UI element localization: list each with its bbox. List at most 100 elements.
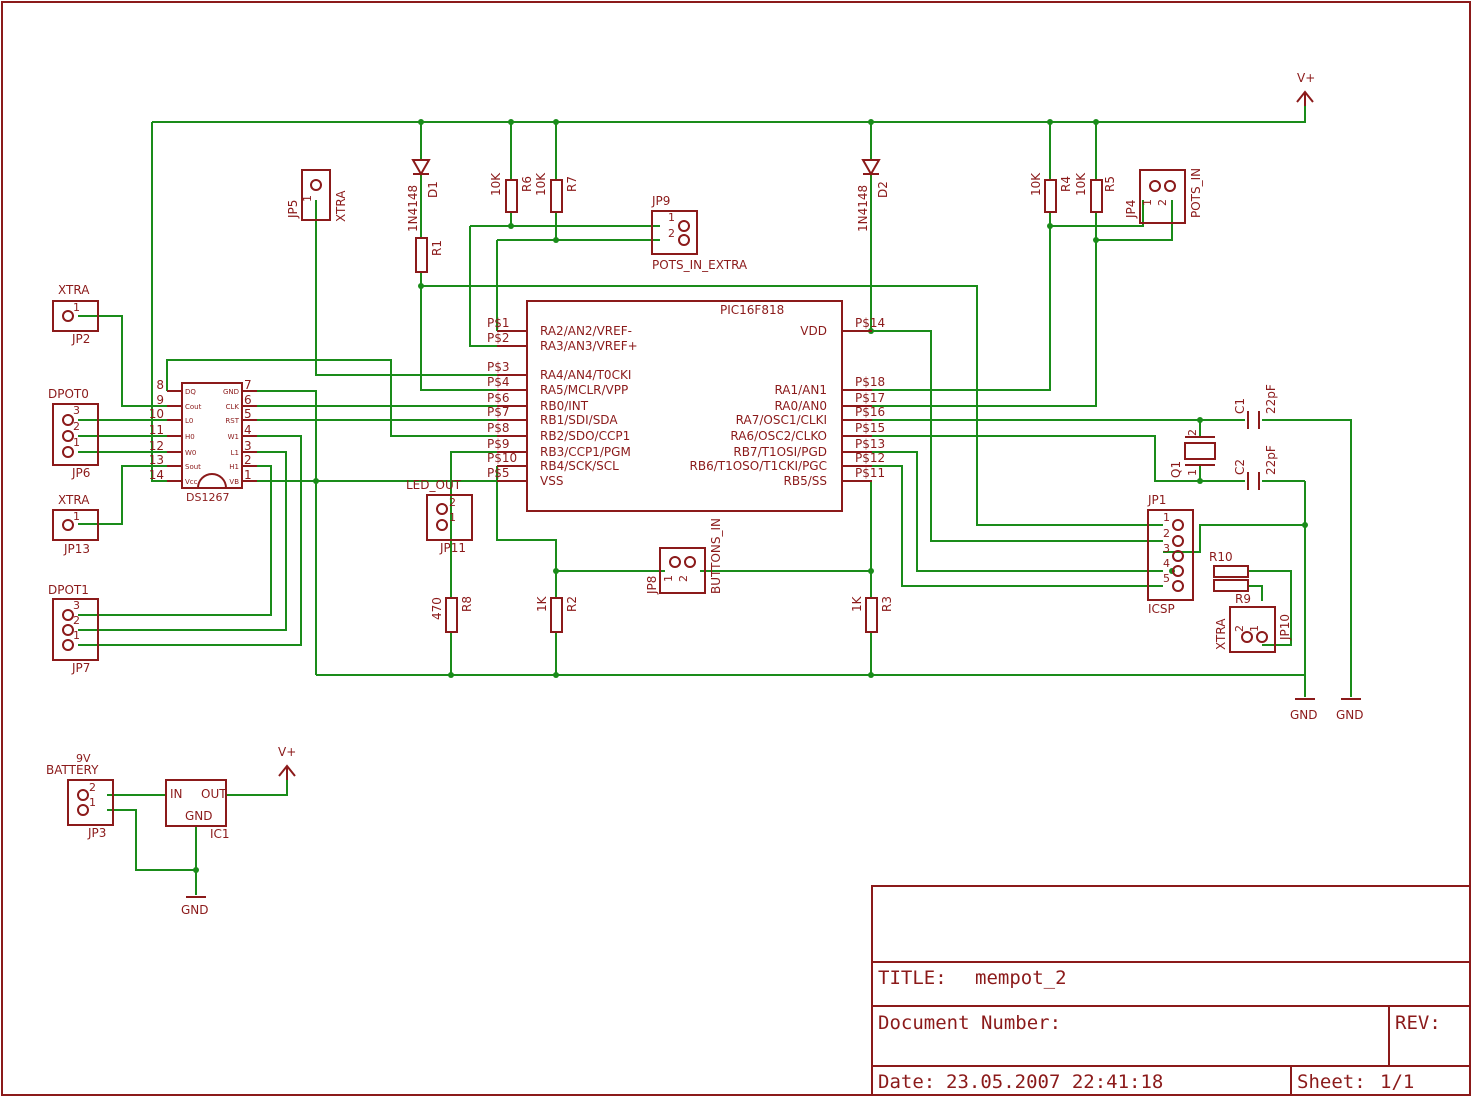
ds1267-pin-number: 8 (156, 378, 164, 392)
mcu-pin-pad: P$12 (855, 451, 885, 465)
ds1267-pin-number: 14 (149, 468, 164, 482)
connector-jp4: 1 2 JP4 POTS_IN (1124, 168, 1203, 224)
svg-text:1: 1 (301, 195, 314, 202)
junctions (193, 119, 1308, 873)
svg-text:3: 3 (73, 404, 80, 417)
mcu-pin-pad: P$3 (487, 360, 510, 374)
svg-text:JP11: JP11 (439, 541, 466, 555)
ds1267-pin-label: GND (223, 388, 239, 396)
ds1267-pin-label: L1 (231, 449, 239, 457)
ds1267-pin-label: DQ (185, 388, 196, 396)
svg-text:1: 1 (1141, 199, 1154, 206)
svg-text:2: 2 (449, 496, 456, 509)
svg-text:BATTERY: BATTERY (46, 763, 99, 777)
ds1267-pin-label: H0 (185, 433, 195, 441)
mcu-pin-group: P$1RA2/AN2/VREF-P$2RA3/AN3/VREF+P$3RA4/A… (487, 316, 885, 488)
mcu-pin-pad: P$13 (855, 437, 885, 451)
svg-text:1: 1 (1248, 625, 1261, 632)
ds1267-pin-label: W1 (228, 433, 239, 441)
ds1267-pin-label: CLK (226, 403, 240, 411)
ds1267-pin-number: 12 (149, 439, 164, 453)
mcu-pin-label: RB7/T1OSI/PGD (733, 445, 827, 459)
mcu-pin-label: RA5/MCLR/VPP (540, 383, 628, 397)
svg-text:JP6: JP6 (71, 466, 90, 480)
svg-text:IN: IN (170, 787, 183, 801)
revision-label: REV: (1395, 1012, 1441, 1034)
resistor-r9: R9 (1213, 579, 1251, 606)
svg-text:2: 2 (73, 614, 80, 627)
svg-text:2: 2 (1163, 527, 1170, 540)
svg-text:22pF: 22pF (1264, 384, 1278, 414)
svg-text:V+: V+ (1297, 71, 1315, 85)
sheet-label: Sheet: (1297, 1071, 1366, 1093)
svg-text:2: 2 (1156, 199, 1169, 206)
svg-text:3: 3 (1163, 542, 1170, 555)
svg-text:LED_OUT: LED_OUT (406, 478, 462, 492)
ds1267-pin-number: 5 (244, 407, 252, 421)
svg-text:BUTTONS_IN: BUTTONS_IN (709, 518, 723, 594)
svg-text:OUT: OUT (201, 787, 227, 801)
mcu-pin-pad: P$5 (487, 466, 510, 480)
ds1267-pin-number: 1 (244, 468, 252, 482)
mcu-pin-label: RB0/INT (540, 399, 589, 413)
svg-text:1: 1 (89, 796, 96, 809)
svg-text:JP3: JP3 (87, 826, 106, 840)
document-number-label: Document Number: (878, 1012, 1061, 1034)
svg-text:C1: C1 (1233, 398, 1247, 414)
svg-text:C2: C2 (1233, 459, 1247, 475)
svg-text:JP10: JP10 (1278, 614, 1292, 641)
connector-jp5: 1 XTRA JP5 (286, 169, 348, 222)
connector-jp1-icsp: 1 2 3 4 5 JP1 ICSP (1147, 493, 1194, 616)
ds1267-pin-number: 2 (244, 453, 252, 467)
resistor-r2: 1K R2 (535, 595, 579, 633)
svg-text:XTRA: XTRA (334, 190, 348, 222)
mcu-pin-pad: P$16 (855, 405, 885, 419)
resistor-r3: 1K R3 (850, 595, 894, 633)
svg-text:DPOT1: DPOT1 (48, 583, 89, 597)
svg-text:JP5: JP5 (286, 200, 300, 219)
capacitor-c2: C2 22pF (1233, 445, 1278, 490)
mcu-pin-pad: P$18 (855, 375, 885, 389)
svg-text:1: 1 (449, 511, 456, 524)
svg-text:R4: R4 (1059, 176, 1073, 192)
ds1267-pin-label: L0 (185, 417, 193, 425)
ds1267-pin-label: RST (225, 417, 239, 425)
svg-text:R9: R9 (1235, 592, 1251, 606)
svg-text:2: 2 (73, 420, 80, 433)
mcu-pin-pad: P$7 (487, 405, 510, 419)
svg-text:470: 470 (430, 597, 444, 620)
svg-text:5: 5 (1163, 572, 1170, 585)
svg-text:1N4148: 1N4148 (406, 185, 420, 232)
svg-text:2: 2 (677, 575, 690, 582)
ds1267-pin-number: 10 (149, 407, 164, 421)
svg-text:R6: R6 (520, 176, 534, 192)
svg-text:D2: D2 (876, 181, 890, 198)
date-value: 23.05.2007 22:41:18 (946, 1071, 1163, 1093)
svg-text:R10: R10 (1209, 550, 1233, 564)
svg-text:GND: GND (1290, 708, 1318, 722)
mcu-pin-label: RA6/OSC2/CLKO (730, 429, 827, 443)
regulator-ic1: IN OUT GND IC1 (165, 779, 230, 841)
svg-text:10K: 10K (489, 172, 503, 196)
svg-text:XTRA: XTRA (58, 283, 90, 297)
mcu-pin-pad: P$4 (487, 375, 510, 389)
mcu-pin-label: RA3/AN3/VREF+ (540, 339, 638, 353)
svg-text:JP8: JP8 (645, 576, 659, 595)
svg-text:1N4148: 1N4148 (856, 185, 870, 232)
title-block: TITLE: mempot_2 Document Number: REV: Da… (871, 885, 1471, 1096)
ds1267-pin-number: 3 (244, 439, 252, 453)
svg-text:2: 2 (1186, 429, 1199, 436)
svg-text:GND: GND (181, 903, 209, 917)
mcu-pin-pad: P$10 (487, 451, 517, 465)
gnd-symbol-regulator: GND (181, 896, 209, 917)
resistor-r5: 10K R5 (1074, 172, 1117, 213)
gnd-symbol-2: GND (1336, 698, 1364, 722)
wires (78, 96, 1352, 895)
svg-text:1: 1 (73, 510, 80, 523)
mcu-pin-label: RA0/AN0 (774, 399, 827, 413)
mcu-pin-pad: P$17 (855, 391, 885, 405)
title-value: mempot_2 (975, 967, 1067, 989)
mcu-pin-pad: P$1 (487, 316, 510, 330)
